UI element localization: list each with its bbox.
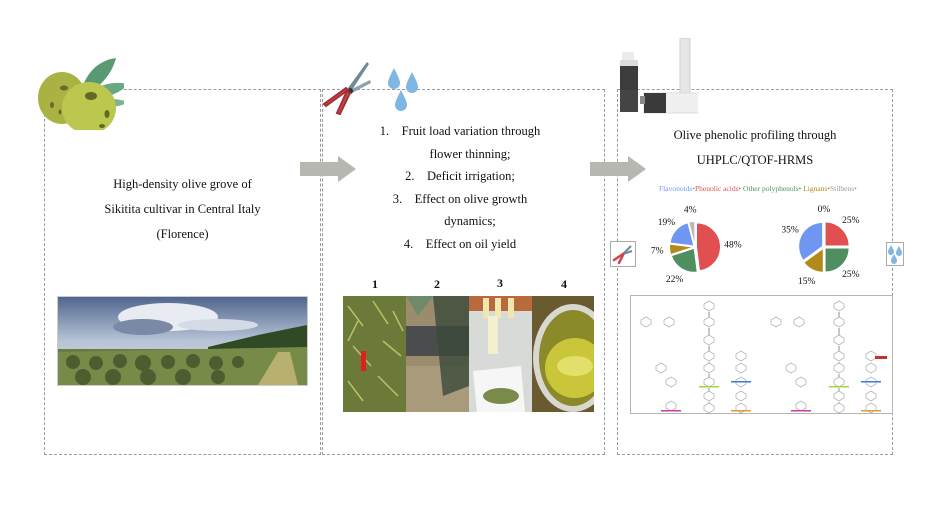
list-item: 4. Effect on oil yield bbox=[403, 236, 517, 251]
water-drops-icon bbox=[888, 245, 902, 264]
shears-marker-box bbox=[610, 241, 636, 267]
photo-label-3: 3 bbox=[497, 276, 503, 290]
panel-field-site bbox=[44, 89, 321, 455]
pie-label: 25% bbox=[842, 216, 860, 226]
panel-phenolic-profiling bbox=[617, 89, 893, 455]
list-item: 1. Fruit load variation through bbox=[379, 124, 541, 138]
legend-lignans: Lignans bbox=[803, 184, 828, 193]
uhplc-qtof-instrument-icon bbox=[620, 38, 698, 114]
photo-label-4: 4 bbox=[561, 277, 567, 291]
photo-deficit-irrigation bbox=[406, 296, 469, 412]
list-item-continuation: flower thinning; bbox=[429, 146, 511, 161]
pie-slice-other-polyphenols bbox=[670, 247, 698, 273]
flow-arrow-1 bbox=[300, 156, 356, 182]
pie-label: 15% bbox=[798, 277, 816, 287]
pathway-diagram bbox=[630, 295, 893, 414]
pie-label: 19% bbox=[658, 218, 676, 228]
olive-grove-photo bbox=[57, 296, 308, 386]
list-item: 2. Deficit irrigation; bbox=[405, 169, 515, 183]
panel-treatments bbox=[322, 89, 605, 455]
photo-growth-sampling bbox=[469, 296, 532, 412]
profiling-title-line-1: Olive phenolic profiling through bbox=[673, 128, 837, 142]
pie-legend: Flavonoids•Phenolic acids• Other polyphe… bbox=[659, 184, 857, 193]
site-description-line-1: High-density olive grove of bbox=[113, 177, 252, 191]
pie-label: 4% bbox=[684, 205, 697, 215]
pie-slice-flavonoids bbox=[669, 222, 695, 247]
treatment-photo-strip bbox=[343, 296, 594, 412]
pathway-scheme bbox=[770, 300, 881, 413]
pie-label: 0% bbox=[818, 205, 831, 215]
highlighted-compound bbox=[875, 356, 887, 359]
legend-stilbens: Stilbens bbox=[830, 184, 855, 193]
profiling-title-line-2: UHPLC/QTOF-HRMS bbox=[696, 153, 814, 167]
olive-fruit-icon bbox=[38, 58, 124, 130]
pie-slice-phenolic-acids bbox=[695, 222, 721, 272]
photo-label-1: 1 bbox=[372, 277, 378, 291]
pie-charts: 48% 22% 7% 19% 4% 25% 25% 15% 35% 0% bbox=[651, 205, 860, 287]
legend-flavonoids: Flavonoids bbox=[659, 184, 693, 193]
pie-label: 25% bbox=[842, 270, 860, 280]
pie-slice-lignans bbox=[669, 243, 694, 256]
site-description-line-3: (Florence) bbox=[156, 227, 209, 241]
legend-other-polyphenols: Other polyphenols bbox=[743, 184, 799, 193]
pie-slice-lignans bbox=[803, 247, 824, 273]
photo-oil-yield bbox=[532, 296, 594, 412]
pie-label: 48% bbox=[724, 241, 742, 251]
site-description-line-2: Sikitita cultivar in Central Italy bbox=[104, 202, 261, 216]
water-drops-icon bbox=[388, 68, 418, 111]
photo-label-2: 2 bbox=[434, 277, 440, 291]
pie-label: 7% bbox=[651, 247, 664, 257]
pie-label: 35% bbox=[781, 226, 799, 236]
photo-flower-thinning bbox=[343, 296, 406, 412]
legend-phenolic-acids: Phenolic acids bbox=[694, 184, 739, 193]
pie-slice-phenolic-acids bbox=[824, 221, 850, 247]
drops-marker-box bbox=[886, 242, 904, 266]
pie-slice-other-polyphenols bbox=[824, 247, 850, 273]
treatment-list: 1. Fruit load variation through flower t… bbox=[330, 120, 590, 255]
pruning-shears-icon bbox=[612, 245, 633, 265]
pruning-shears-icon bbox=[322, 62, 371, 116]
flow-arrow-2 bbox=[590, 156, 646, 182]
list-item-continuation: dynamics; bbox=[444, 214, 496, 228]
pie-label: 22% bbox=[666, 275, 684, 285]
pathway-scheme bbox=[640, 300, 751, 413]
pie-slice-stilbens bbox=[688, 221, 696, 246]
pie-slice-flavonoids bbox=[798, 221, 824, 262]
list-item: 3. Effect on olive growth bbox=[392, 191, 528, 206]
